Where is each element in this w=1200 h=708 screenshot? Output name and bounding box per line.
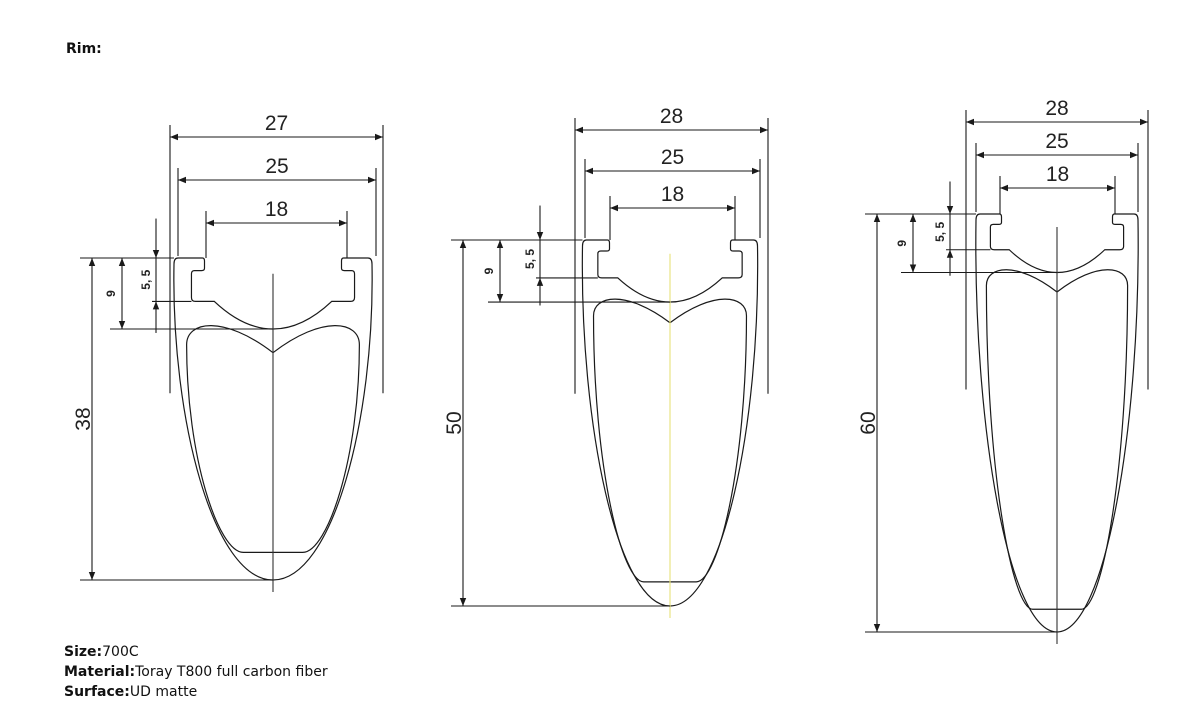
rim-profile-3: 28 25 18 60 9 5, 5 <box>857 97 1149 644</box>
rim-inner-cavity <box>186 325 360 553</box>
spec-size: Size:700C <box>64 644 139 660</box>
spec-material: Material:Toray T800 full carbon fiber <box>64 664 328 680</box>
rim-profile-1: 27 25 18 38 9 5, 5 <box>72 112 384 592</box>
width-label: 25 <box>265 155 288 178</box>
bead-depth-label: 5, 5 <box>523 249 537 269</box>
hook-depth-label: 9 <box>482 267 496 274</box>
width-label: 18 <box>661 183 684 206</box>
spec-surface: Surface:UD matte <box>64 684 198 700</box>
rim-inner-cavity <box>592 298 748 583</box>
depth-label: 38 <box>72 407 95 430</box>
rim-inner-cavity <box>985 269 1129 610</box>
depth-label: 50 <box>443 411 466 434</box>
width-label: 25 <box>661 146 684 169</box>
width-label: 18 <box>265 198 288 221</box>
width-label: 28 <box>660 105 683 128</box>
spec-list: Size:700C Material:Toray T800 full carbo… <box>64 642 328 702</box>
bead-depth-label: 5, 5 <box>139 269 153 289</box>
section-title: Rim: <box>66 41 102 57</box>
hook-depth-label: 9 <box>895 240 909 247</box>
bead-depth-label: 5, 5 <box>933 222 947 242</box>
width-label: 28 <box>1045 97 1068 120</box>
width-label: 27 <box>265 112 288 135</box>
depth-label: 60 <box>857 411 880 434</box>
width-label: 25 <box>1045 130 1068 153</box>
hook-depth-label: 9 <box>104 290 118 297</box>
width-label: 18 <box>1046 163 1069 186</box>
rim-profile-2: 28 25 18 50 9 5, 5 <box>443 105 769 618</box>
